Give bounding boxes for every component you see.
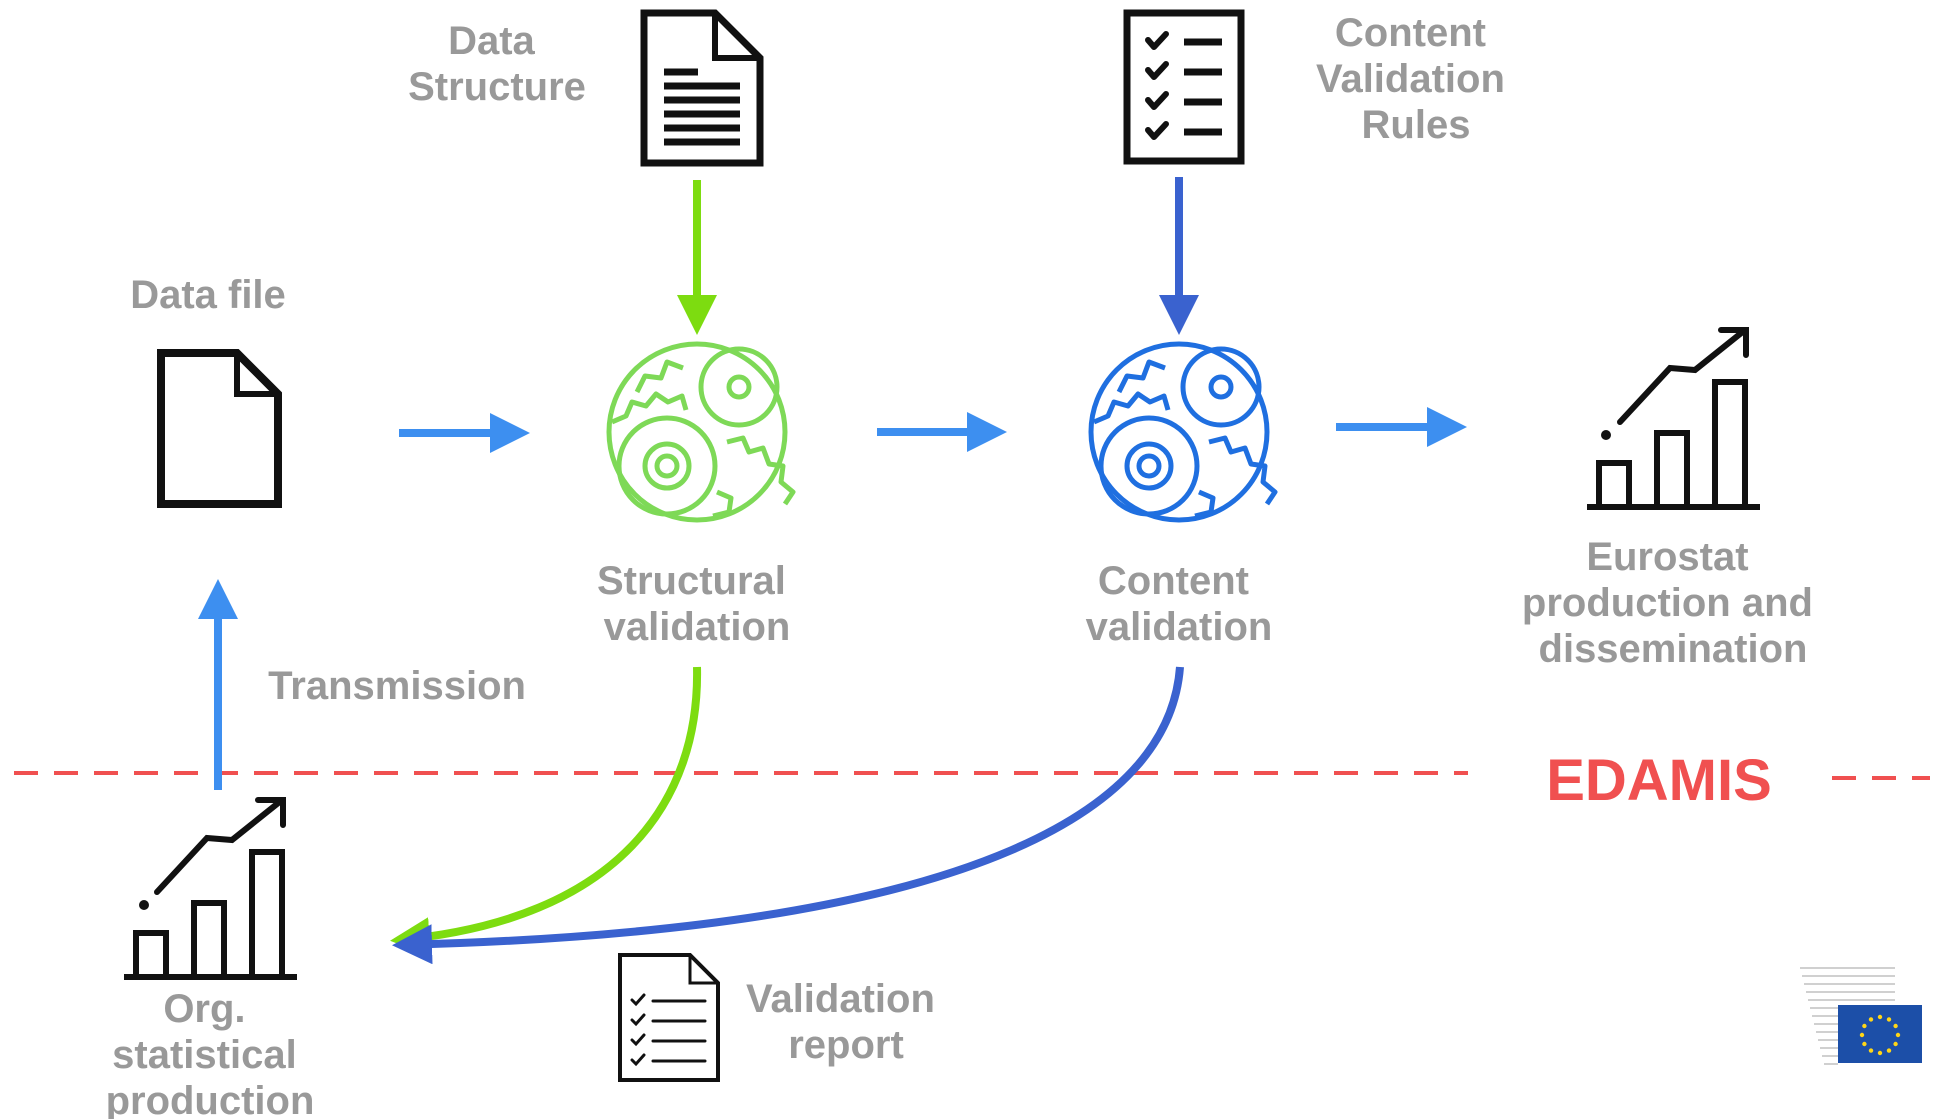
european-commission-logo (1800, 967, 1922, 1065)
content-validation-gears-icon (1091, 344, 1275, 520)
data-file-label: Data file (130, 273, 286, 317)
text-document-icon (640, 9, 764, 167)
org-bar-chart-growth-icon (124, 797, 297, 980)
eu-stars (1859, 1014, 1901, 1056)
structural-feedback-arrow (390, 666, 702, 958)
document-icon (157, 349, 282, 508)
eurostat-bar-chart-growth-icon (1587, 327, 1760, 510)
data-structure-label: Data Structure (408, 19, 586, 109)
content-feedback-arrow (392, 666, 1184, 965)
checklist-icon (1123, 9, 1245, 165)
content-validation-label: Content validation (1086, 559, 1273, 649)
structural-validation-gears-icon (609, 344, 793, 520)
edamis-label: EDAMIS (1546, 748, 1772, 813)
checklist-document-icon (618, 953, 720, 1082)
eurostat-label: Eurostat production and dissemination (1522, 535, 1824, 671)
validation-report-label: Validation report (746, 977, 946, 1067)
edamis-boundary: EDAMIS (14, 748, 1930, 813)
content-validation-rules-label: Content Validation Rules (1316, 11, 1516, 147)
transmission-label: Transmission (268, 664, 526, 708)
org-production-label: Org. statistical production (106, 987, 315, 1119)
structural-validation-label: Structural validation (597, 559, 797, 649)
